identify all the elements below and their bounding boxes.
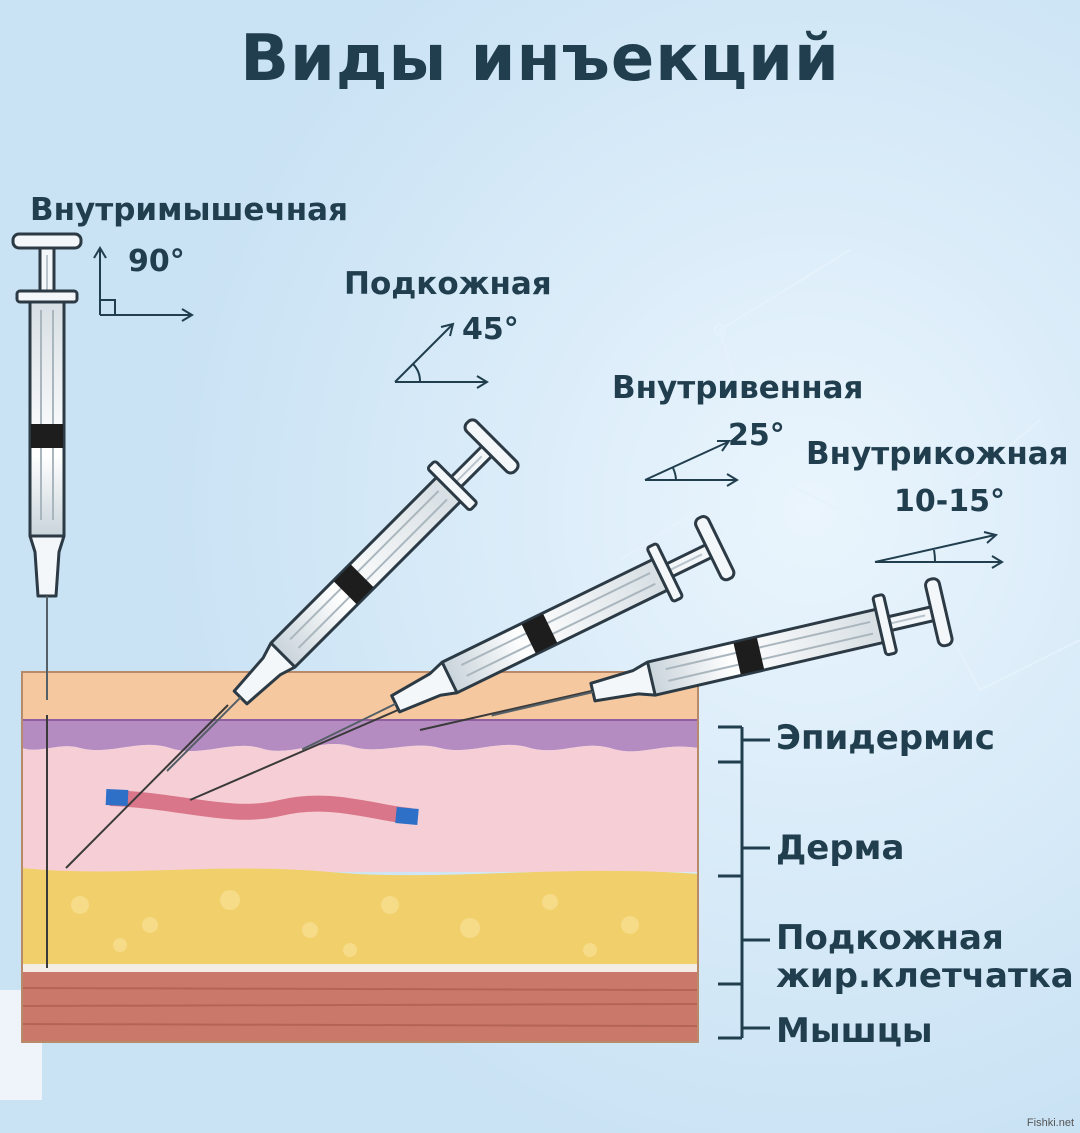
- angle-icon-25: [644, 440, 739, 487]
- angle-icon-10-15: [874, 531, 1004, 569]
- angle-subcutaneous: 45°: [462, 312, 519, 347]
- label-intravenous: Внутривенная: [612, 370, 864, 406]
- layer-subcutaneous-fat-line2: жир.клетчатка: [776, 956, 1074, 996]
- watermark: Fishki.net: [1026, 1117, 1074, 1129]
- angle-intravenous: 25°: [728, 418, 785, 453]
- angle-intramuscular: 90°: [128, 244, 185, 279]
- label-subcutaneous: Подкожная: [344, 266, 552, 302]
- label-intramuscular: Внутримышечная: [30, 192, 348, 228]
- label-intradermal: Внутрикожная: [806, 436, 1069, 472]
- layer-subcutaneous-fat: Подкожная жир.клетчатка: [776, 919, 1074, 995]
- angle-intradermal: 10-15°: [894, 484, 1005, 519]
- layer-epidermis: Эпидермис: [776, 718, 995, 758]
- page-title: Виды инъекций: [240, 22, 840, 96]
- angle-icon-45: [394, 322, 489, 389]
- layer-brackets: [718, 725, 770, 1040]
- syringe-intramuscular: [11, 232, 83, 702]
- layer-subcutaneous-fat-line1: Подкожная: [776, 918, 1004, 958]
- angle-icon-90: [93, 246, 194, 322]
- layer-muscle: Мышцы: [776, 1011, 933, 1051]
- layer-dermis: Дерма: [776, 828, 905, 868]
